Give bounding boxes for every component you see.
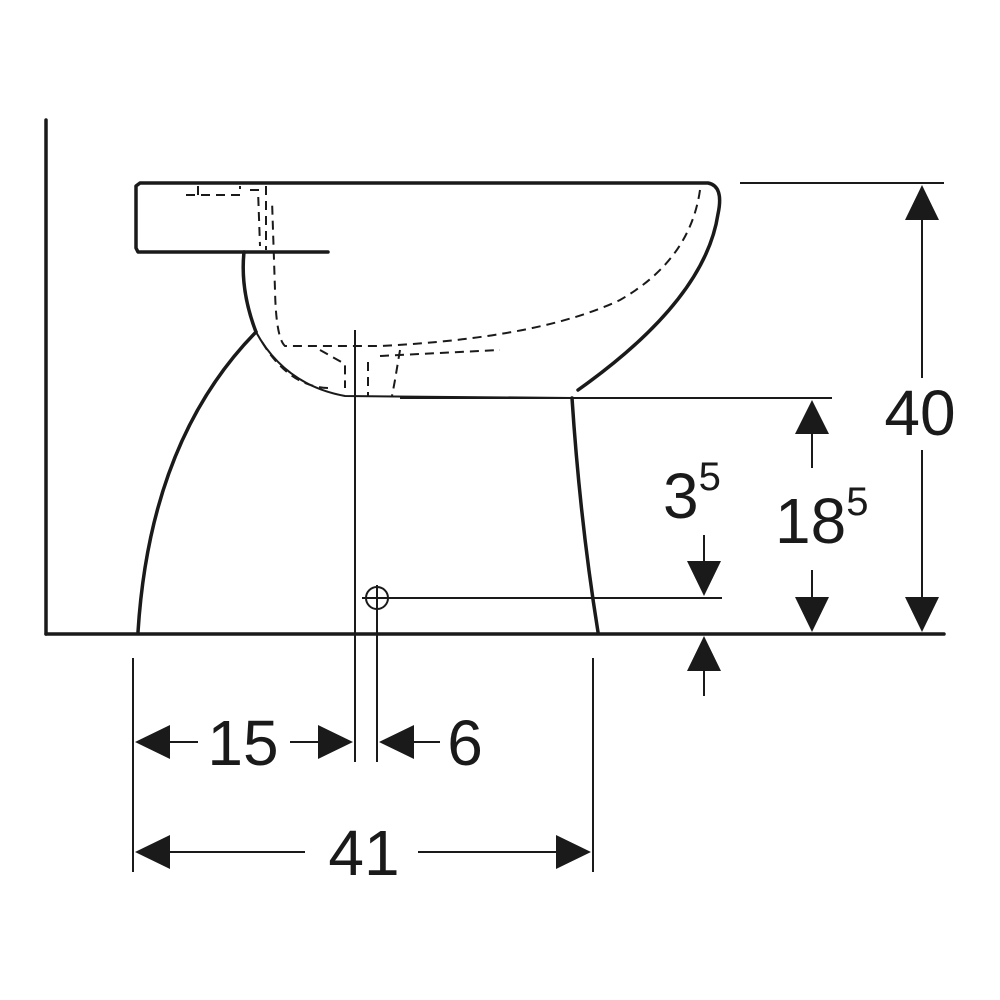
axis-right-arrow-left [379, 725, 414, 759]
outlet-height-label: 185 [775, 480, 868, 557]
trap-hidden-line [367, 349, 401, 397]
neck-outline [241, 250, 258, 334]
total-height-label: 40 [884, 377, 955, 449]
inner-bowl-hidden-line [271, 189, 701, 347]
outlet-base-line [255, 331, 573, 399]
depth-arrow-right [556, 835, 591, 869]
depth-arrow-left [135, 835, 170, 869]
flush-channel-hidden-line [186, 186, 267, 250]
outlet-height-arrow-up [795, 400, 829, 434]
outlet-height-arrow-down [795, 597, 829, 632]
floor-offset-arrow-down [687, 561, 721, 596]
axis-left-arrow-right [318, 725, 353, 759]
total-depth-label: 41 [328, 817, 399, 889]
height-arrow-up [905, 185, 939, 220]
outlet-hidden-line [261, 341, 501, 389]
floor-offset-label: 35 [663, 455, 721, 532]
axis-offset-right-label: 6 [447, 707, 483, 779]
axis-left-arrow-left [135, 725, 170, 759]
bowl-rim-outline [134, 181, 722, 392]
axis-offset-left-label: 15 [207, 707, 278, 779]
pedestal-back-outline [570, 396, 600, 634]
height-arrow-down [905, 597, 939, 632]
floor-offset-arrow-up [687, 636, 721, 671]
pedestal-front-outline [136, 330, 258, 634]
